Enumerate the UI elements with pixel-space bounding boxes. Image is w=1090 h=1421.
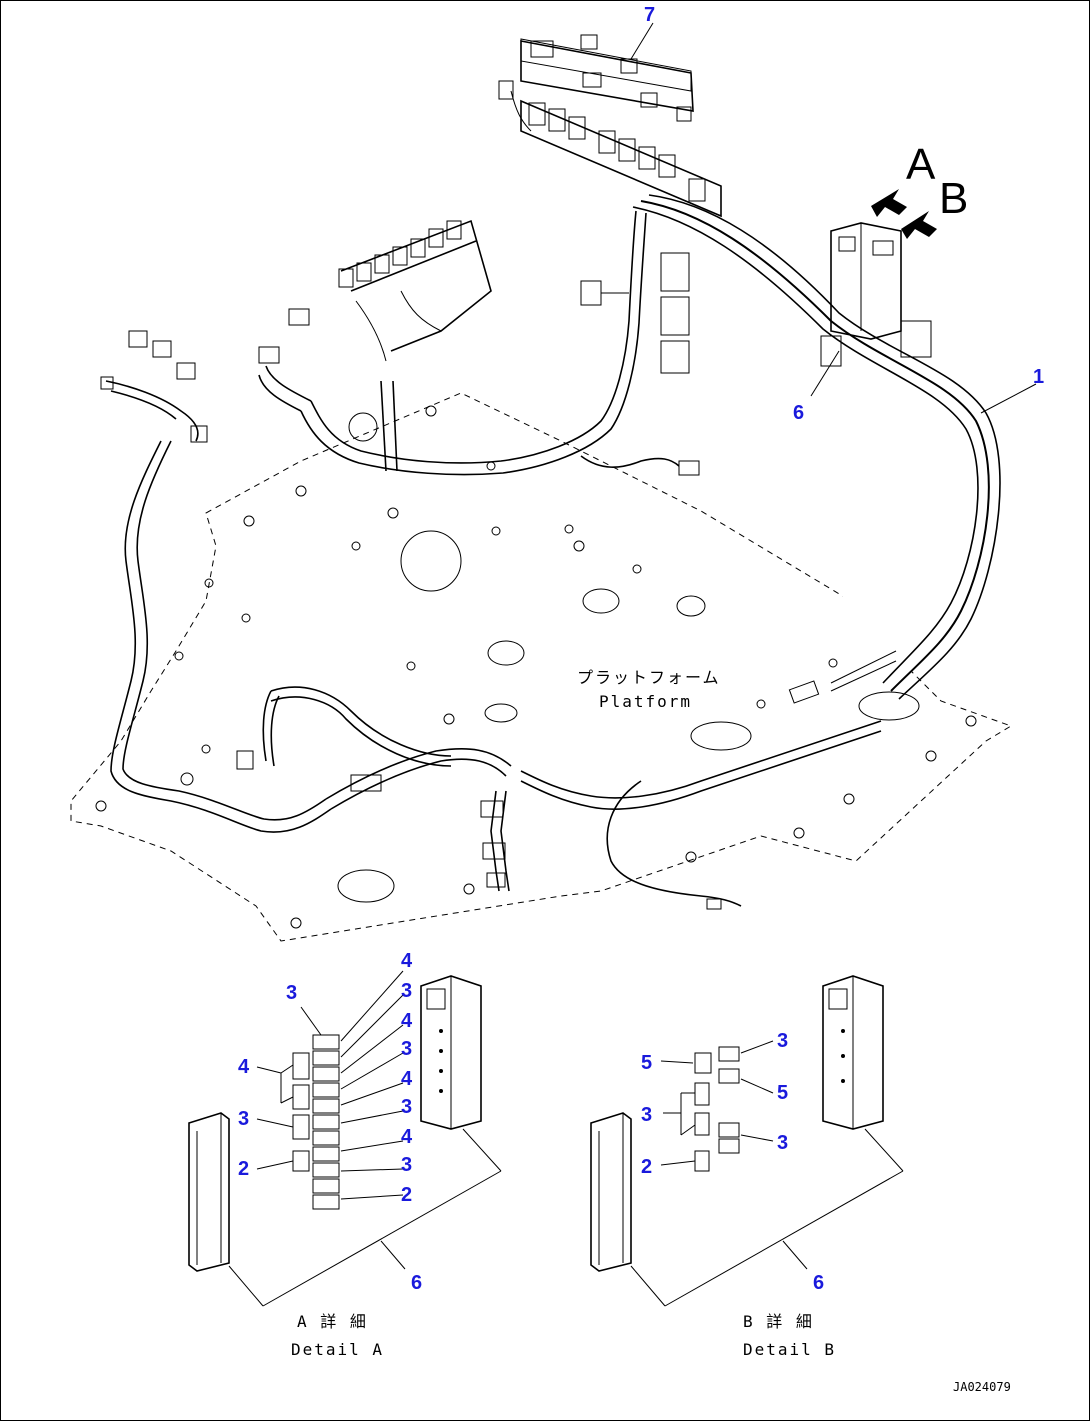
detail-a-jp: A 詳 細 — [297, 1312, 368, 1331]
detail-a-drawing — [188, 970, 502, 1307]
callout-a-r6: 3 — [401, 1096, 412, 1118]
relay-cluster-left — [338, 219, 492, 362]
relay-block-top — [498, 34, 722, 218]
detail-a-en: Detail A — [291, 1340, 384, 1359]
fuse-stack-a — [292, 1034, 340, 1210]
callout-b-r2: 5 — [777, 1082, 788, 1104]
leader-7 — [630, 22, 654, 60]
callout-b-l1: 5 — [641, 1052, 652, 1074]
platform-label-jp: プラットフォーム — [577, 668, 721, 687]
detail-b-en: Detail B — [743, 1340, 836, 1359]
drawing-code: JA024079 — [953, 1380, 1011, 1394]
platform-plate — [70, 392, 1013, 942]
callout-b-l3: 2 — [641, 1156, 652, 1178]
callout-a-r2: 3 — [401, 980, 412, 1002]
callout-a-r5: 4 — [401, 1068, 413, 1090]
callout-a-l2: 4 — [238, 1056, 250, 1078]
leader-1 — [980, 383, 1037, 414]
leader-6-top — [810, 350, 840, 397]
callout-a-r8: 3 — [401, 1154, 412, 1176]
callout-a-l3: 3 — [238, 1108, 249, 1130]
detail-b-jp: B 詳 細 — [743, 1312, 814, 1331]
fuse-set-b — [694, 1046, 740, 1172]
callout-a-r9: 2 — [401, 1184, 412, 1206]
callout-a-r1: 4 — [401, 950, 413, 972]
view-arrows — [871, 189, 937, 239]
view-letter-a: A — [906, 140, 936, 189]
callout-a-l4: 2 — [238, 1158, 249, 1180]
callout-7: 7 — [644, 4, 655, 26]
callout-a-r7: 4 — [401, 1126, 413, 1148]
callout-b-r1: 3 — [777, 1030, 788, 1052]
main-wiring-harness — [100, 194, 1001, 910]
callout-6-a: 6 — [411, 1272, 422, 1294]
callout-b-r3: 3 — [777, 1132, 788, 1154]
relay-column — [580, 252, 690, 374]
callout-6-b: 6 — [813, 1272, 824, 1294]
callout-b-l2: 3 — [641, 1104, 652, 1126]
detail-b-drawing — [590, 975, 904, 1307]
fuse-box-upper — [820, 222, 932, 367]
callout-a-r3: 4 — [401, 1010, 413, 1032]
callout-a-l1: 3 — [286, 982, 297, 1004]
callout-6-top: 6 — [793, 402, 804, 424]
platform-label-en: Platform — [599, 692, 692, 711]
callout-1: 1 — [1033, 366, 1044, 388]
callout-a-r4: 3 — [401, 1038, 412, 1060]
view-letter-b: B — [939, 174, 968, 223]
